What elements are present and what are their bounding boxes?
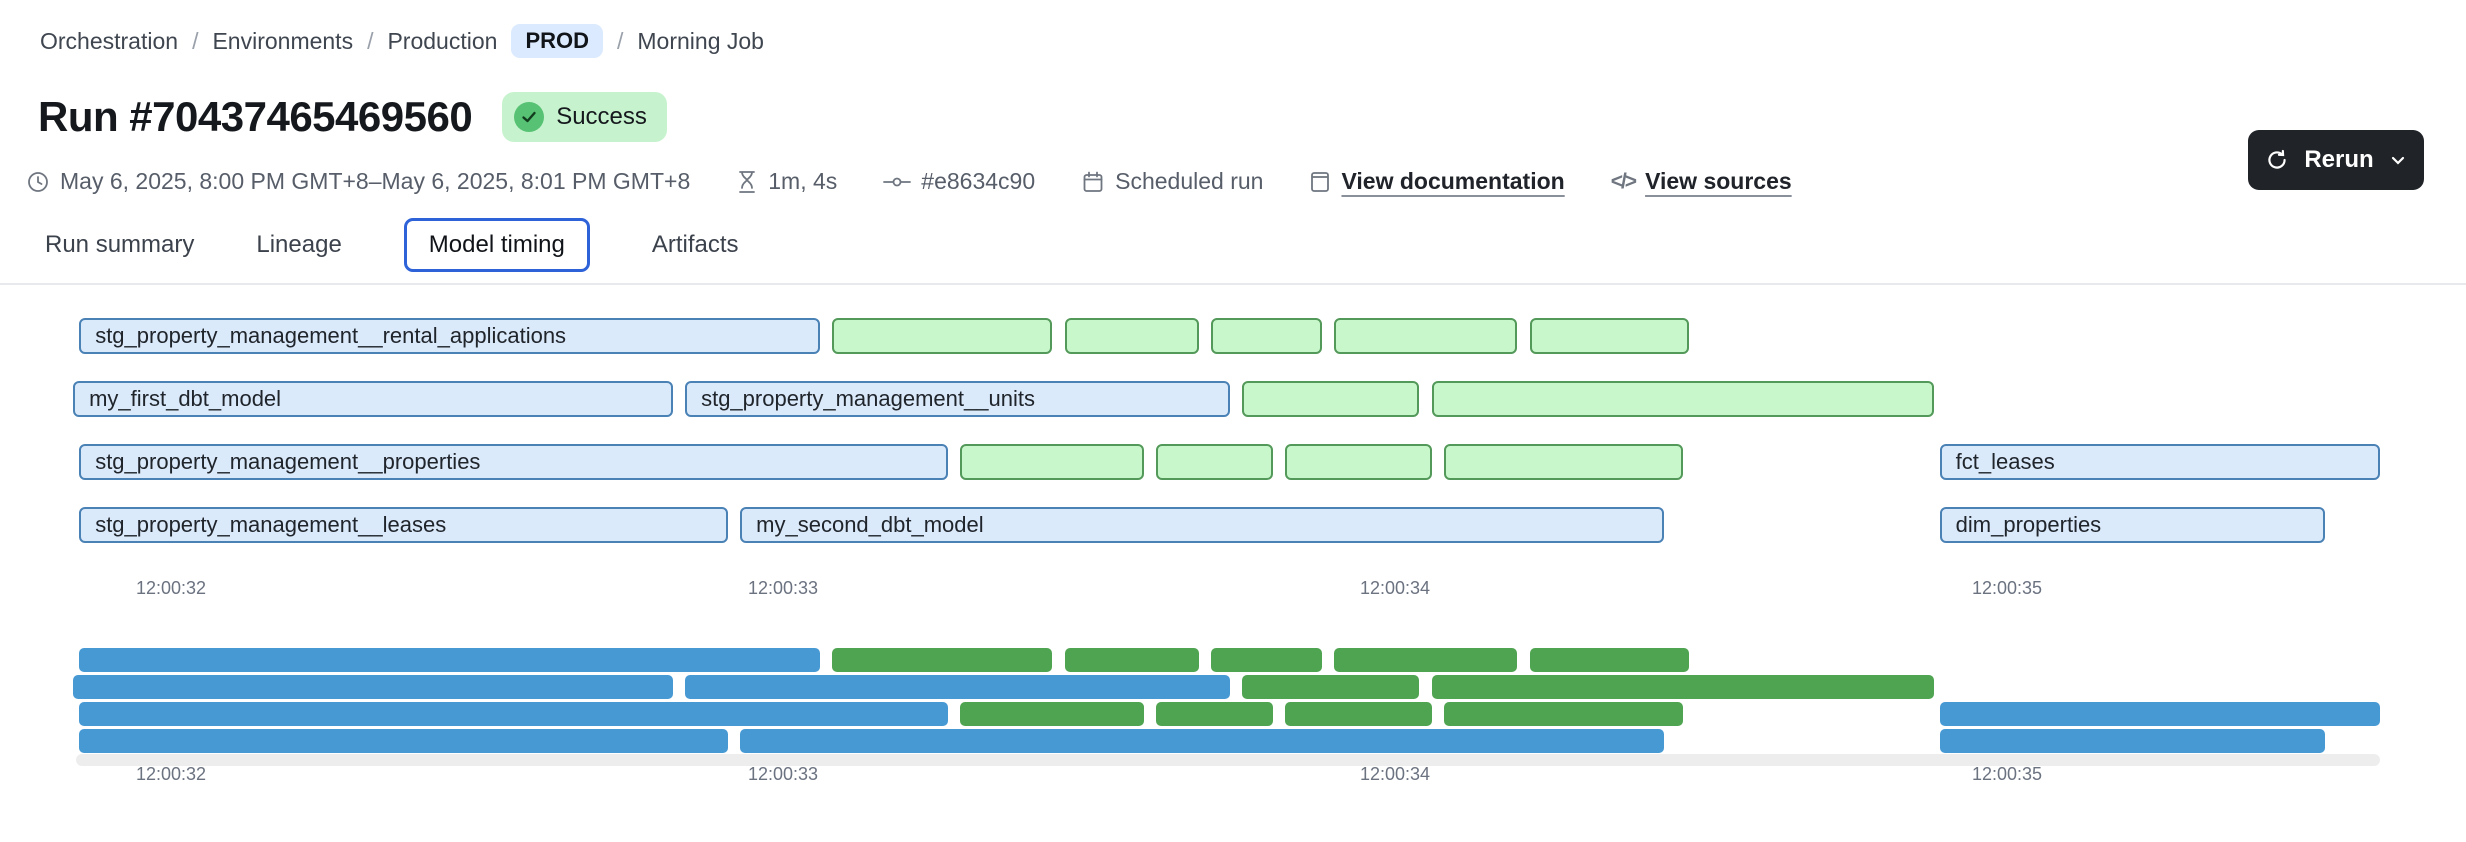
gantt-bar-dim_properties[interactable]: dim_properties: [1939, 507, 2326, 543]
tab-artifacts[interactable]: Artifacts: [651, 231, 739, 258]
axis-tick-label: 12:00:34: [1359, 764, 1431, 784]
rerun-refresh-icon: [2264, 147, 2290, 173]
breadcrumb-separator: /: [367, 27, 374, 54]
commit-icon: [883, 174, 912, 190]
chevron-down-icon[interactable]: [2388, 150, 2408, 170]
minimap-bar[interactable]: [960, 702, 1145, 726]
view-documentation-link[interactable]: View documentation: [1309, 168, 1565, 195]
gantt-bar-stg_property_management__leases[interactable]: stg_property_management__leases: [79, 507, 728, 543]
gantt-bar-label: dim_properties: [1955, 512, 2102, 537]
gantt-bar[interactable]: [1064, 318, 1200, 354]
gantt-bar-my_second_dbt_model[interactable]: my_second_dbt_model: [740, 507, 1665, 543]
gantt-bar[interactable]: [831, 318, 1053, 354]
axis-tick-label: 12:00:32: [135, 578, 207, 598]
minimap-bar[interactable]: [1211, 648, 1322, 672]
minimap-bar[interactable]: [79, 729, 728, 753]
gantt-bar-label: my_second_dbt_model: [756, 512, 984, 537]
axis-tick-label: 12:00:33: [747, 578, 819, 598]
gantt-bar[interactable]: [1284, 444, 1432, 480]
rerun-label: Rerun: [2304, 146, 2374, 173]
code-icon: </>: [1610, 169, 1637, 193]
clock-icon: [26, 170, 50, 194]
time-range: May 6, 2025, 8:00 PM GMT+8–May 6, 2025, …: [26, 168, 690, 195]
minimap-bar[interactable]: [79, 648, 820, 672]
trigger-type: Scheduled run: [1081, 168, 1263, 195]
environment-badge: PROD: [511, 24, 603, 58]
gantt-bar-stg_property_management__rental_applications[interactable]: stg_property_management__rental_applicat…: [79, 318, 820, 354]
minimap-scrollbar[interactable]: [76, 754, 2380, 766]
gantt-bar-stg_property_management__properties[interactable]: stg_property_management__properties: [79, 444, 949, 480]
breadcrumb-production[interactable]: Production: [387, 27, 498, 54]
hourglass-icon: [736, 170, 758, 194]
minimap-bar[interactable]: [1529, 648, 1689, 672]
rerun-button[interactable]: Rerun: [2248, 130, 2424, 190]
tab-lineage[interactable]: Lineage: [256, 231, 342, 258]
breadcrumb: Orchestration / Environments / Productio…: [40, 24, 764, 58]
timing-minimap[interactable]: [0, 648, 2466, 753]
breadcrumb-morning-job[interactable]: Morning Job: [637, 27, 764, 54]
axis-tick-label: 12:00:33: [747, 764, 819, 784]
minimap-bar[interactable]: [1333, 648, 1518, 672]
minimap-bar[interactable]: [685, 675, 1230, 699]
model-timing-gantt: stg_property_management__rental_applicat…: [0, 318, 2466, 568]
page-title: Run #70437465469560: [38, 93, 473, 140]
minimap-bar[interactable]: [1939, 729, 2326, 753]
minimap-bar[interactable]: [1242, 675, 1420, 699]
minimap-bar[interactable]: [1443, 702, 1683, 726]
minimap-bar[interactable]: [1156, 702, 1273, 726]
gantt-bar[interactable]: [1443, 444, 1683, 480]
breadcrumb-separator: /: [617, 27, 624, 54]
minimap-bar[interactable]: [831, 648, 1053, 672]
commit-hash: #e8634c90: [883, 168, 1035, 195]
calendar-icon: [1081, 170, 1105, 194]
minimap-bar[interactable]: [1064, 648, 1200, 672]
gantt-bar[interactable]: [1431, 381, 1934, 417]
gantt-bar[interactable]: [1529, 318, 1689, 354]
gantt-bar-fct_leases[interactable]: fct_leases: [1939, 444, 2381, 480]
gantt-bar-stg_property_management__units[interactable]: stg_property_management__units: [685, 381, 1230, 417]
gantt-bar[interactable]: [1156, 444, 1273, 480]
minimap-bar[interactable]: [1939, 702, 2381, 726]
minimap-bar[interactable]: [1431, 675, 1934, 699]
success-check-icon: [514, 102, 545, 132]
tab-run-summary[interactable]: Run summary: [45, 231, 195, 258]
axis-tick-label: 12:00:32: [135, 764, 207, 784]
gantt-bar[interactable]: [1333, 318, 1518, 354]
minimap-bar[interactable]: [740, 729, 1665, 753]
tab-model-timing[interactable]: Model timing: [403, 218, 590, 272]
status-badge: Success: [502, 92, 667, 142]
minimap-bar[interactable]: [79, 702, 949, 726]
gantt-bar-label: fct_leases: [1955, 449, 2055, 474]
minimap-bar[interactable]: [73, 675, 673, 699]
gantt-bar-my_first_dbt_model[interactable]: my_first_dbt_model: [73, 381, 673, 417]
book-icon: [1309, 170, 1331, 194]
gantt-bar-label: stg_property_management__rental_applicat…: [95, 323, 567, 348]
gantt-bar[interactable]: [960, 444, 1145, 480]
view-sources-link[interactable]: </> View sources: [1610, 168, 1792, 194]
minimap-bar[interactable]: [1284, 702, 1432, 726]
header: Run #70437465469560 Success: [38, 92, 667, 142]
status-label: Success: [556, 103, 647, 130]
run-duration: 1m, 4s: [736, 168, 837, 195]
gantt-bar[interactable]: [1242, 381, 1420, 417]
gantt-bar[interactable]: [1211, 318, 1322, 354]
breadcrumb-separator: /: [192, 27, 199, 54]
tabs-divider: [0, 283, 2466, 285]
tab-bar: Run summary Lineage Model timing Artifac…: [45, 218, 739, 272]
run-meta-row: May 6, 2025, 8:00 PM GMT+8–May 6, 2025, …: [26, 168, 1792, 195]
breadcrumb-environments[interactable]: Environments: [212, 27, 354, 54]
axis-tick-label: 12:00:35: [1971, 764, 2043, 784]
axis-tick-label: 12:00:34: [1359, 578, 1431, 598]
gantt-bar-label: stg_property_management__properties: [95, 449, 481, 474]
axis-tick-label: 12:00:35: [1971, 578, 2043, 598]
gantt-bar-label: stg_property_management__leases: [95, 512, 447, 537]
gantt-bar-label: my_first_dbt_model: [89, 386, 282, 411]
breadcrumb-orchestration[interactable]: Orchestration: [40, 27, 179, 54]
gantt-bar-label: stg_property_management__units: [701, 386, 1035, 411]
